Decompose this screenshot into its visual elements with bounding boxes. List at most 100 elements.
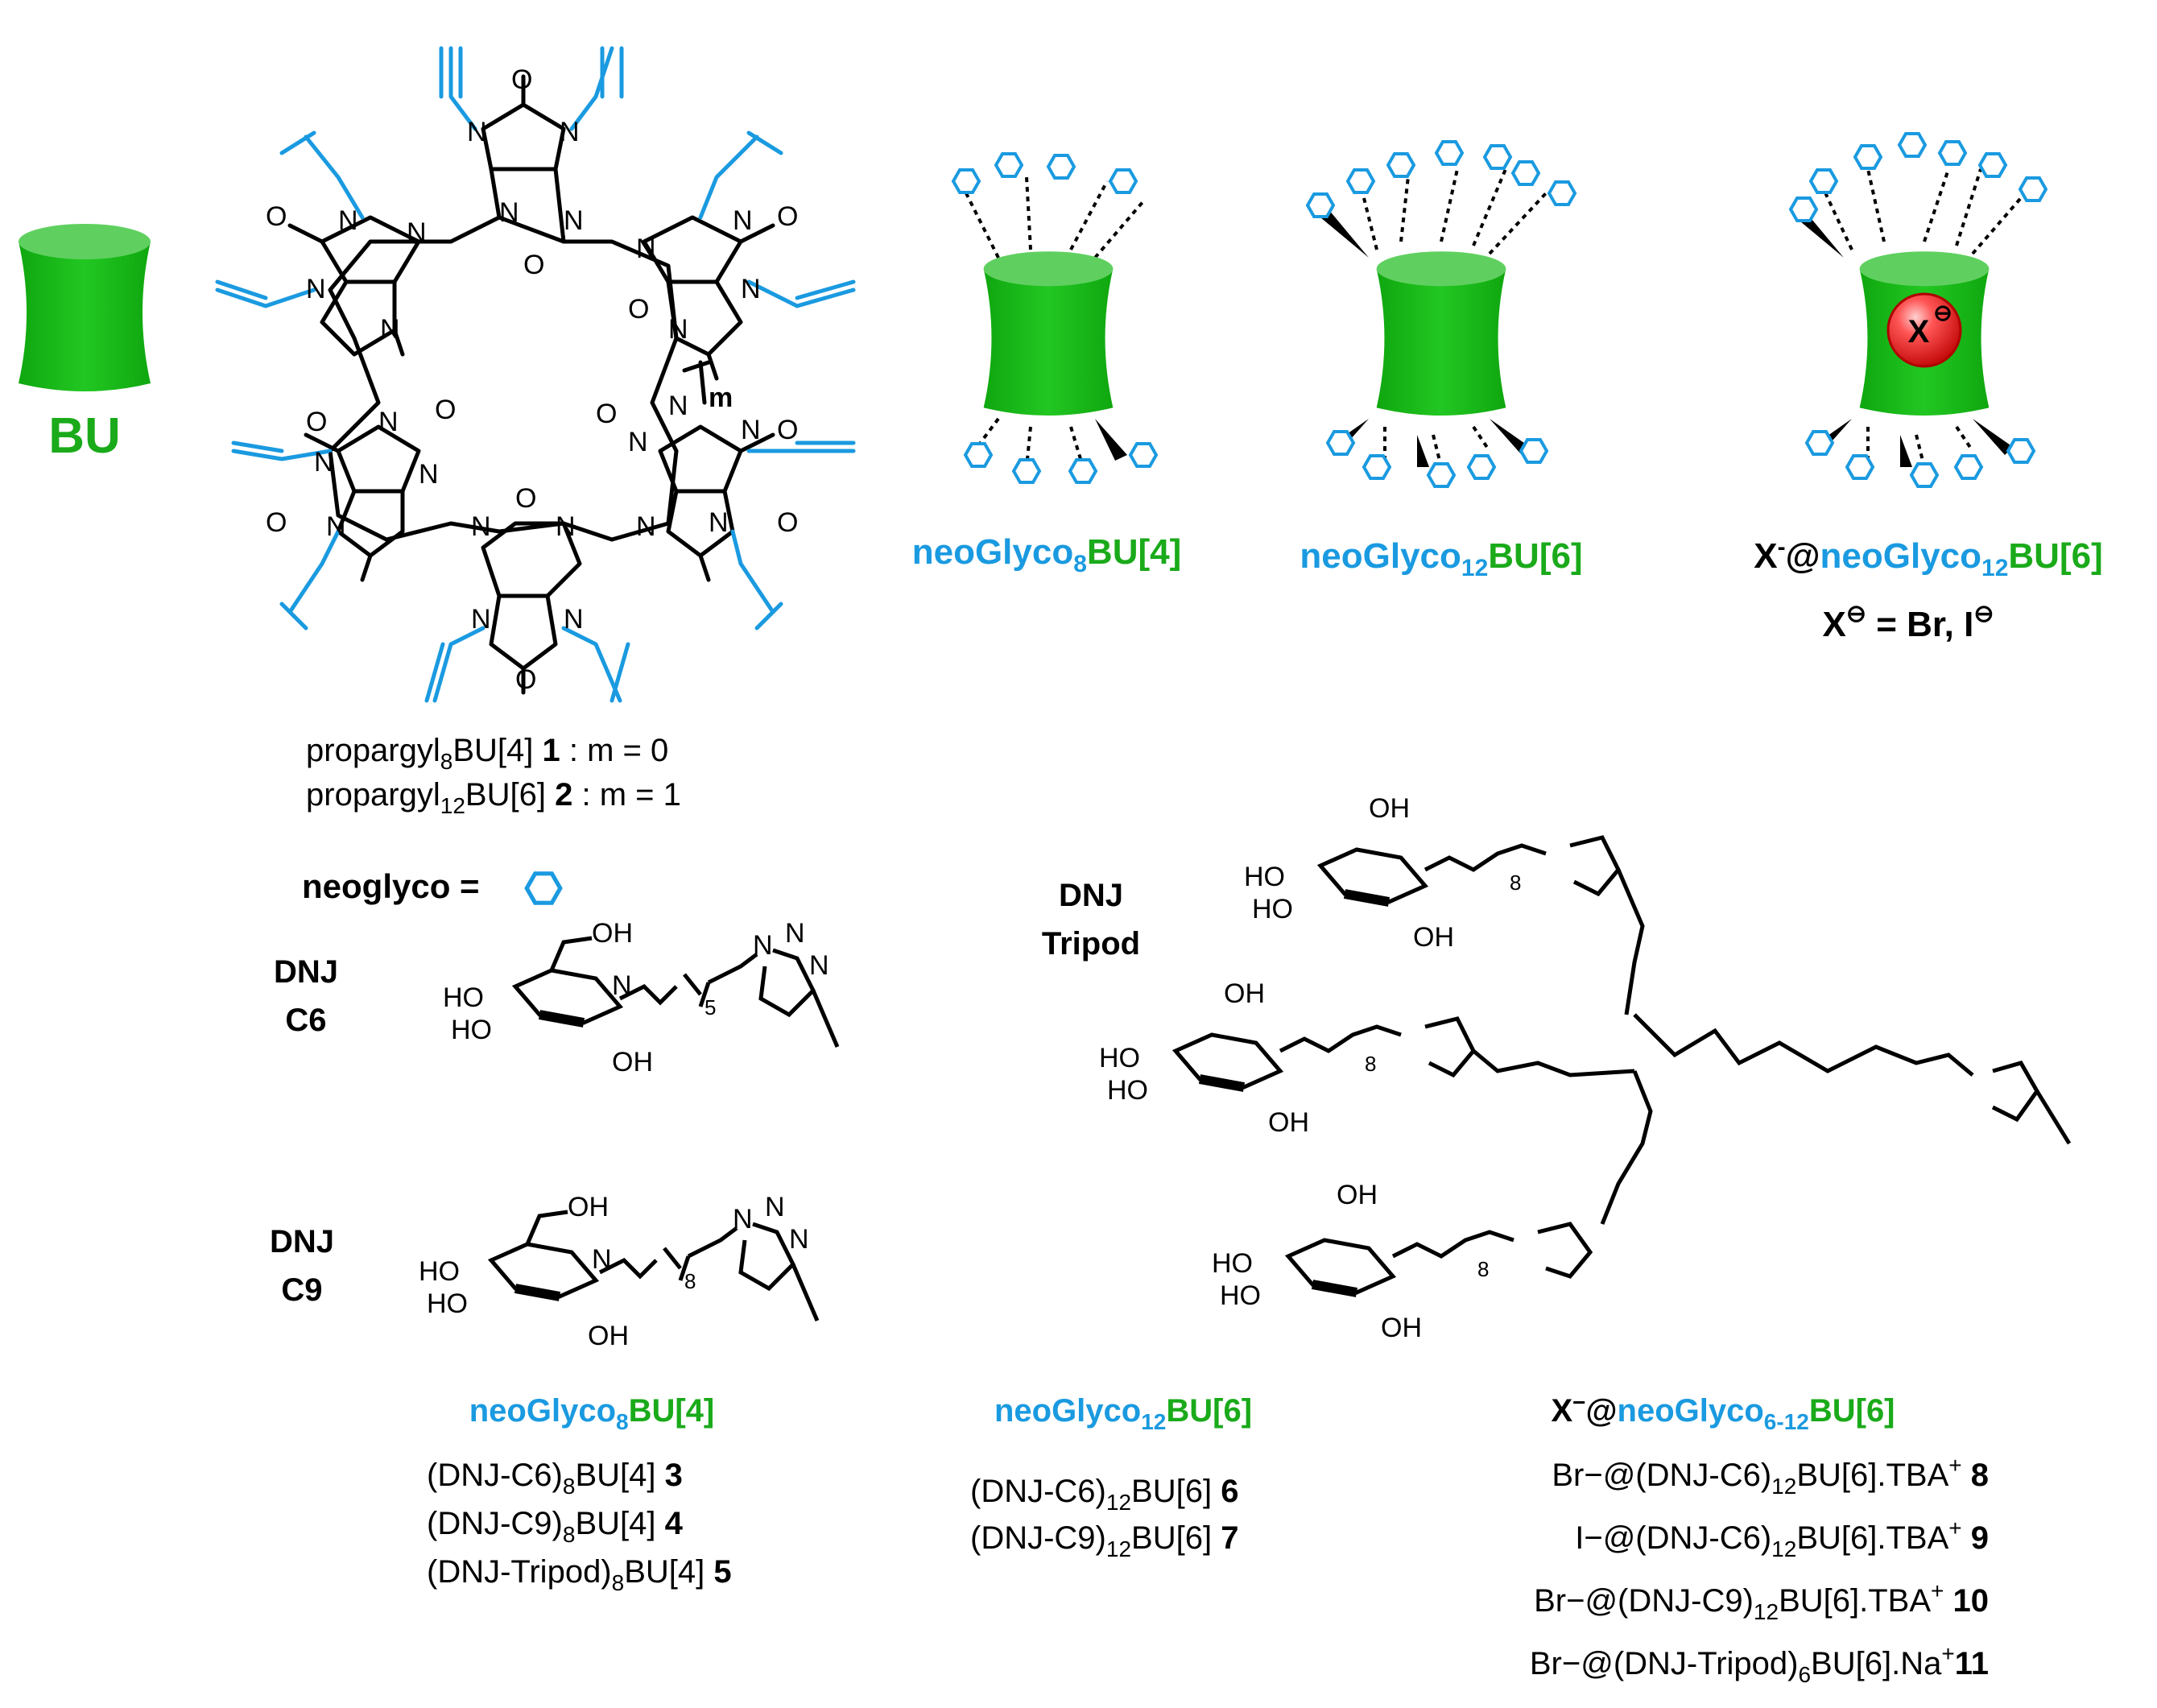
svg-text:OH: OH (1381, 1313, 1422, 1343)
svg-text:HO: HO (419, 1256, 460, 1287)
svg-text:N: N (668, 391, 688, 421)
svg-text:N: N (612, 970, 632, 1001)
svg-text:OH: OH (1413, 922, 1454, 953)
compound-col2-item: (DNJ-C6)12BU[6] 6 (970, 1474, 1238, 1515)
svg-text:N: N (380, 314, 400, 345)
svg-text:HO: HO (1212, 1248, 1253, 1279)
svg-text:X−@neoGlyco6-12BU[6]: X−@neoGlyco6-12BU[6] (1551, 1390, 1895, 1434)
svg-text:OH: OH (1224, 978, 1265, 1009)
svg-text:O: O (266, 201, 287, 232)
caption-propargyl8: propargyl8BU[4] 1 : m = 0 (306, 733, 668, 774)
dnj-c6-ligand: DNJ C6 OH HO HO OH N N N N 5 (274, 918, 840, 1077)
dnj-c9-ligand: DNJ C9 OH HO HO OH N N N N 8 (270, 1192, 820, 1351)
macrocycle-m-label: m (709, 383, 733, 413)
svg-text:N: N (785, 918, 805, 949)
svg-text:N: N (471, 511, 491, 542)
svg-text:N: N (378, 407, 399, 437)
svg-text:HO: HO (427, 1288, 468, 1319)
svg-text:O: O (515, 664, 536, 695)
svg-text:8: 8 (1510, 871, 1521, 895)
neoglyco8-bu4-cartoon (952, 152, 1158, 484)
svg-text:HO: HO (1099, 1043, 1140, 1073)
svg-text:O: O (515, 483, 536, 514)
svg-text:OH: OH (588, 1321, 629, 1351)
svg-text:OH: OH (568, 1192, 609, 1222)
compound-col3-item: I−@(DNJ-C6)12BU[6].TBA+ 9 (1575, 1516, 1989, 1561)
svg-text:O: O (435, 395, 456, 425)
compound-list-bu6: neoGlyco12BU[6] (994, 1393, 1252, 1434)
neoglyco-legend-label: neoglyco = (302, 867, 480, 905)
svg-text:N: N (733, 1204, 753, 1234)
svg-text:N: N (564, 604, 584, 635)
caption-propargyl12: propargyl12BU[6] 2 : m = 1 (306, 777, 681, 818)
compound-col1-item: (DNJ-C9)8BU[4] 4 (427, 1506, 684, 1547)
svg-text:8: 8 (684, 1269, 696, 1293)
svg-text:N: N (314, 447, 334, 478)
ion-charge: ⊖ (1933, 300, 1952, 325)
svg-text:O: O (628, 294, 649, 325)
svg-text:C6: C6 (285, 1003, 326, 1038)
svg-text:N: N (326, 511, 346, 542)
svg-text:N: N (668, 314, 688, 345)
svg-text:HO: HO (1252, 894, 1293, 924)
dnj-tripod-ligand: DNJ Tripod OH HO HO OH OH HO (1042, 793, 2072, 1343)
compound-list-bu4: neoGlyco8BU[4] (469, 1393, 715, 1434)
svg-text:N: N (419, 459, 439, 490)
svg-text:OH: OH (612, 1047, 653, 1077)
svg-text:DNJ: DNJ (270, 1224, 334, 1259)
svg-text:neoGlyco12BU[6]: neoGlyco12BU[6] (994, 1393, 1252, 1434)
svg-text:O: O (777, 507, 798, 538)
ion-symbol: X (1908, 314, 1930, 349)
neoglyco-hex-icon (527, 874, 560, 903)
neoglyco12-bu6-cartoon (1306, 140, 1576, 488)
svg-text:O: O (266, 507, 287, 538)
svg-text:8: 8 (1365, 1052, 1376, 1076)
neoglyco12-bu6-label: neoGlyco12BU[6] (1300, 536, 1582, 581)
svg-text:8: 8 (1477, 1257, 1489, 1281)
svg-text:OH: OH (1369, 793, 1410, 824)
bambusuril-macrocycle: O N N O N N N N N N O N N O N N O N O N … (215, 46, 856, 703)
svg-text:N: N (499, 197, 519, 228)
svg-text:N: N (733, 205, 753, 236)
svg-text:N: N (741, 415, 761, 445)
compound-col3-item: Br−@(DNJ-C6)12BU[6].TBA+ 8 (1552, 1453, 1989, 1499)
svg-text:DNJ: DNJ (274, 954, 338, 990)
svg-text:O: O (596, 399, 617, 429)
svg-text:HO: HO (1107, 1075, 1148, 1106)
svg-text:HO: HO (1220, 1280, 1261, 1311)
svg-text:DNJ: DNJ (1059, 878, 1123, 913)
svg-text:HO: HO (451, 1015, 492, 1045)
neoglyco8-bu4-label: neoGlyco8BU[4] (912, 532, 1182, 577)
svg-text:N: N (636, 511, 656, 542)
svg-text:N: N (467, 117, 487, 147)
svg-text:N: N (564, 205, 584, 236)
svg-text:neoGlyco8BU[4]: neoGlyco8BU[4] (469, 1393, 715, 1434)
bu-label: BU (48, 408, 121, 464)
svg-text:O: O (306, 407, 327, 437)
bu-barrel (19, 224, 151, 391)
compound-col3-item: Br−@(DNJ-Tripod)6BU[6].Na+11 (1530, 1641, 1989, 1687)
svg-text:N: N (560, 117, 580, 147)
svg-text:N: N (471, 604, 491, 635)
svg-text:Tripod: Tripod (1042, 926, 1140, 962)
svg-text:N: N (338, 205, 358, 236)
svg-text:N: N (628, 427, 648, 457)
ion-neoglyco12-bu6-label: X-@neoGlyco12BU[6] (1754, 534, 2102, 581)
svg-text:C9: C9 (281, 1272, 322, 1308)
svg-text:N: N (741, 274, 761, 304)
svg-text:N: N (765, 1192, 785, 1222)
svg-text:N: N (407, 217, 427, 248)
svg-text:N: N (809, 950, 829, 981)
svg-text:O: O (777, 415, 798, 445)
svg-text:O: O (511, 64, 532, 95)
compound-col1-item: (DNJ-C6)8BU[4] 3 (427, 1458, 683, 1499)
svg-text:5: 5 (705, 995, 716, 1019)
compound-list-ion-bu6: X−@neoGlyco6-12BU[6] (1551, 1390, 1895, 1434)
svg-text:N: N (753, 930, 773, 961)
svg-text:HO: HO (443, 982, 484, 1013)
svg-text:N: N (556, 511, 576, 542)
svg-text:HO: HO (1244, 862, 1285, 892)
compound-col1-item: (DNJ-Tripod)8BU[4] 5 (427, 1554, 732, 1595)
svg-text:N: N (592, 1244, 612, 1275)
